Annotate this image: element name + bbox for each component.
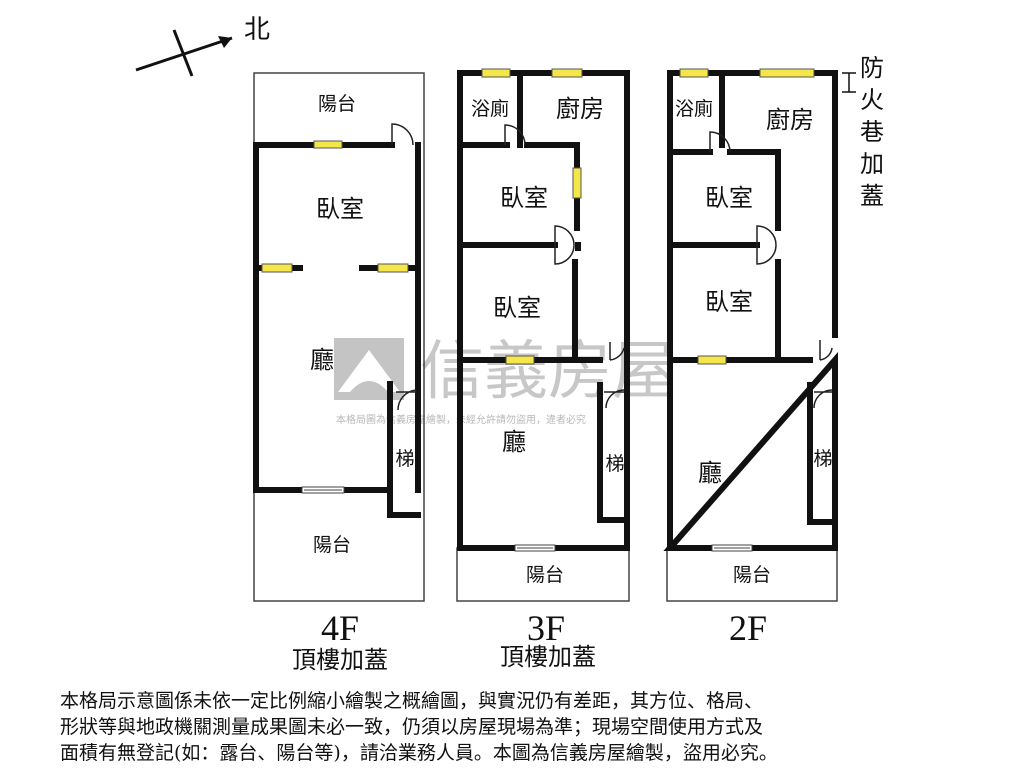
floor-3f-subtitle: 頂樓加蓋 bbox=[500, 643, 596, 671]
disclaimer-line: 面積有無登記(如：露台、陽台等)，請洽業務人員。本圖為信義房屋繪製，盜用必究。 bbox=[60, 742, 778, 764]
door-swing bbox=[756, 225, 777, 246]
fire-lane-char-5: 蓋 bbox=[860, 182, 884, 210]
room-3f-bath: 浴廁 bbox=[471, 97, 509, 120]
disclaimer: 本格局示意圖係未依一定比例縮小繪製之概繪圖，與實況仍有差距，其方位、格局、 形狀… bbox=[60, 688, 960, 766]
window bbox=[377, 263, 409, 273]
watermark-logo-icon bbox=[334, 338, 404, 400]
window bbox=[679, 68, 709, 78]
window bbox=[572, 167, 582, 199]
floor-2f-label: 2F bbox=[729, 608, 767, 648]
door-swing bbox=[819, 340, 833, 361]
room-4f-living: 廳 bbox=[310, 346, 334, 374]
fire-lane-annotation: 防 火 巷 加 蓋 bbox=[842, 54, 884, 210]
door-swing bbox=[554, 244, 575, 265]
disclaimer-line: 形狀等與地政機關測量成果圖未必一致，仍須以房屋現場為準；現場空間使用方式及 bbox=[60, 716, 764, 738]
door-swing bbox=[609, 342, 625, 361]
floor-4f-subtitle: 頂樓加蓋 bbox=[292, 646, 388, 674]
disclaimer-line: 本格局示意圖係未依一定比例縮小繪製之概繪圖，與實況仍有差距，其方位、格局、 bbox=[60, 690, 764, 712]
room-3f-kitchen: 廚房 bbox=[556, 95, 604, 123]
fire-lane-char-4: 加 bbox=[860, 150, 884, 178]
door-swing bbox=[756, 244, 777, 265]
floor-4f-label: 4F bbox=[321, 608, 359, 648]
window bbox=[261, 263, 293, 273]
door-swing bbox=[554, 225, 575, 246]
window bbox=[481, 68, 511, 78]
room-2f-bath: 浴廁 bbox=[675, 97, 713, 120]
room-2f-stairs: 梯 bbox=[813, 448, 832, 470]
window bbox=[759, 68, 815, 78]
floor-3f-label: 3F bbox=[527, 608, 565, 648]
room-4f-balcony-bottom: 陽台 bbox=[313, 534, 351, 556]
room-4f-stairs: 梯 bbox=[395, 448, 414, 470]
room-2f-balcony: 陽台 bbox=[733, 564, 771, 586]
floor-4f-outline bbox=[253, 72, 425, 602]
door-swing bbox=[604, 389, 625, 409]
room-2f-living: 廳 bbox=[698, 459, 722, 487]
window bbox=[551, 68, 583, 78]
room-3f-bedroom-1: 臥室 bbox=[500, 184, 548, 212]
door-swing bbox=[504, 124, 526, 146]
window bbox=[505, 355, 535, 365]
room-3f-living: 廳 bbox=[502, 428, 526, 456]
room-3f-stairs: 梯 bbox=[605, 453, 624, 475]
door-swing bbox=[391, 123, 414, 146]
door-swing bbox=[396, 389, 417, 411]
floor-2f: 浴廁 廚房 臥室 臥室 廳 梯 陽台 2F bbox=[663, 68, 838, 648]
window bbox=[313, 140, 343, 149]
door-swing bbox=[709, 131, 731, 153]
window bbox=[697, 355, 727, 365]
room-4f-bedroom: 臥室 bbox=[316, 195, 364, 223]
fire-lane-char-1: 防 bbox=[860, 54, 884, 82]
room-2f-bedroom-1: 臥室 bbox=[705, 184, 753, 212]
room-2f-kitchen: 廚房 bbox=[766, 106, 814, 134]
room-4f-balcony-top: 陽台 bbox=[318, 93, 356, 115]
north-arrow: 北 bbox=[135, 15, 270, 77]
fire-lane-char-3: 巷 bbox=[860, 118, 884, 146]
north-label: 北 bbox=[244, 15, 270, 45]
floor-4f: 陽台 臥室 廳 梯 陽台 4F 頂樓加蓋 bbox=[253, 72, 425, 674]
fire-lane-char-2: 火 bbox=[860, 86, 884, 114]
room-3f-balcony: 陽台 bbox=[526, 564, 564, 586]
room-2f-bedroom-2: 臥室 bbox=[705, 288, 753, 316]
room-3f-bedroom-2: 臥室 bbox=[493, 294, 541, 322]
floor-3f: 浴廁 廚房 臥室 臥室 廳 梯 陽台 3F 頂樓加蓋 bbox=[456, 68, 630, 671]
door-swing bbox=[813, 389, 833, 409]
